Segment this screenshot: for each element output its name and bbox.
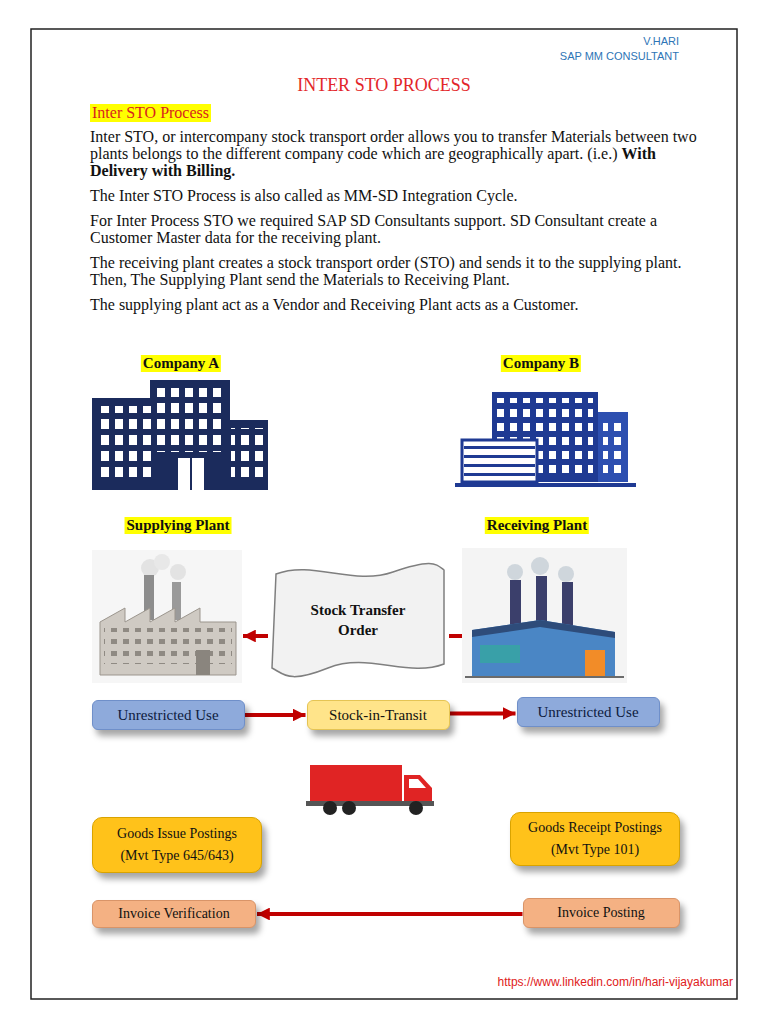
receiving-factory-part xyxy=(585,650,605,676)
supplying-factory-part xyxy=(154,554,170,570)
company-a-building-part xyxy=(150,380,230,490)
truck-icon-part xyxy=(342,801,356,815)
receiving-factory-part xyxy=(507,564,523,580)
flow-arrow xyxy=(243,634,268,638)
truck-icon xyxy=(306,765,434,815)
paragraph: The Inter STO Process is also called as … xyxy=(90,187,518,204)
company-b-building-part xyxy=(598,412,628,482)
flow-arrow xyxy=(450,712,516,716)
stock-box: Unrestricted Use xyxy=(517,697,660,727)
supplying-factory-part xyxy=(170,564,186,580)
plant-heading: Supplying Plant xyxy=(125,517,232,534)
plant-heading: Receiving Plant xyxy=(485,517,589,534)
supplying-factory xyxy=(92,550,242,683)
node-text: Unrestricted Use xyxy=(537,704,638,721)
company-a-building-part xyxy=(97,406,153,478)
receiving-factory-part xyxy=(531,557,549,575)
node-text: (Mvt Type 645/643) xyxy=(120,845,233,867)
receiving-factory-part xyxy=(465,676,624,678)
plant-node: Supplying Plant xyxy=(92,550,242,683)
paragraph-block: The Inter STO Process is also called as … xyxy=(90,187,700,204)
receiving-factory-part xyxy=(480,645,520,663)
receiving-factory-part xyxy=(558,566,574,582)
invoice-box: Invoice Posting xyxy=(523,898,680,928)
receiving-factory xyxy=(462,548,627,683)
node-text: Goods Issue Postings xyxy=(117,823,237,845)
plant-node: Receiving Plant xyxy=(462,548,627,683)
posting-box: Goods Receipt Postings(Mvt Type 101) xyxy=(510,812,680,866)
supplying-factory-part xyxy=(104,628,232,664)
flow-arrow xyxy=(245,713,306,717)
company-a-building xyxy=(92,380,268,490)
paragraph: For Inter Process STO we required SAP SD… xyxy=(90,212,657,246)
truck-icon-part xyxy=(404,775,432,803)
scroll-outline xyxy=(272,563,444,676)
company-b-building-part xyxy=(455,483,636,487)
section-heading: Inter STO Process xyxy=(90,104,211,122)
node-text: Unrestricted Use xyxy=(117,707,218,724)
truck-icon-part xyxy=(310,765,402,801)
company-a-building-part xyxy=(190,458,192,490)
node-text: Stock-in-Transit xyxy=(329,707,427,724)
invoice-box: Invoice Verification xyxy=(92,900,256,928)
profile-link: https://www.linkedin.com/in/hari-vijayak… xyxy=(498,975,733,989)
truck-icon-part xyxy=(409,801,423,815)
truck-icon-part xyxy=(409,779,426,788)
company-a-building-part xyxy=(231,428,264,480)
truck-icon-part xyxy=(323,801,337,815)
node-text: Invoice Verification xyxy=(118,906,229,922)
company-b-building-part xyxy=(464,442,535,480)
text-body: Inter STO, or intercompany stock transpo… xyxy=(90,128,700,321)
paragraph: Inter STO, or intercompany stock transpo… xyxy=(90,128,697,162)
flow-arrow xyxy=(257,912,523,916)
paragraph-block: For Inter Process STO we required SAP SD… xyxy=(90,212,700,246)
company-a-building-part xyxy=(226,420,268,490)
author-role: SAP MM CONSULTANT xyxy=(560,50,679,62)
order-scroll: Stock Transfer Order xyxy=(268,560,448,680)
supplying-factory-part xyxy=(196,650,210,675)
node-text: Goods Receipt Postings xyxy=(528,817,662,839)
company-b-building-part xyxy=(603,418,623,476)
paragraph: The receiving plant creates a stock tran… xyxy=(90,254,682,288)
node-text: (Mvt Type 101) xyxy=(551,839,639,861)
company-a-building-part xyxy=(156,388,226,452)
paragraph-block: The supplying plant act as a Vendor and … xyxy=(90,296,700,313)
paragraph: The supplying plant act as a Vendor and … xyxy=(90,296,578,313)
paragraph-block: Inter STO, or intercompany stock transpo… xyxy=(90,128,700,179)
receiving-factory-part xyxy=(472,620,615,676)
company-b-building xyxy=(455,392,636,485)
node-text: Invoice Posting xyxy=(557,905,645,921)
flow-arrow xyxy=(449,634,462,638)
node-text: Stock Transfer Order xyxy=(298,600,418,640)
posting-box: Goods Issue Postings(Mvt Type 645/643) xyxy=(92,817,262,873)
author-name: V.HARI xyxy=(643,35,679,47)
company-b-building-part xyxy=(462,440,537,482)
company-label: Company B xyxy=(501,355,581,372)
stock-box: Unrestricted Use xyxy=(92,700,245,730)
company-a-building-part xyxy=(92,398,158,490)
page-title: INTER STO PROCESS xyxy=(297,75,471,96)
company-a-building-part xyxy=(178,458,204,490)
company-label: Company A xyxy=(141,355,221,372)
transit-box: Stock-in-Transit xyxy=(307,700,450,730)
receiving-factory-part xyxy=(472,620,615,638)
receiving-factory-part xyxy=(462,548,627,683)
supplying-factory-part xyxy=(100,608,236,675)
scroll-shape xyxy=(268,560,448,680)
page-border xyxy=(31,29,737,999)
paragraph-block: The receiving plant creates a stock tran… xyxy=(90,254,700,288)
supplying-factory-part xyxy=(92,550,242,683)
